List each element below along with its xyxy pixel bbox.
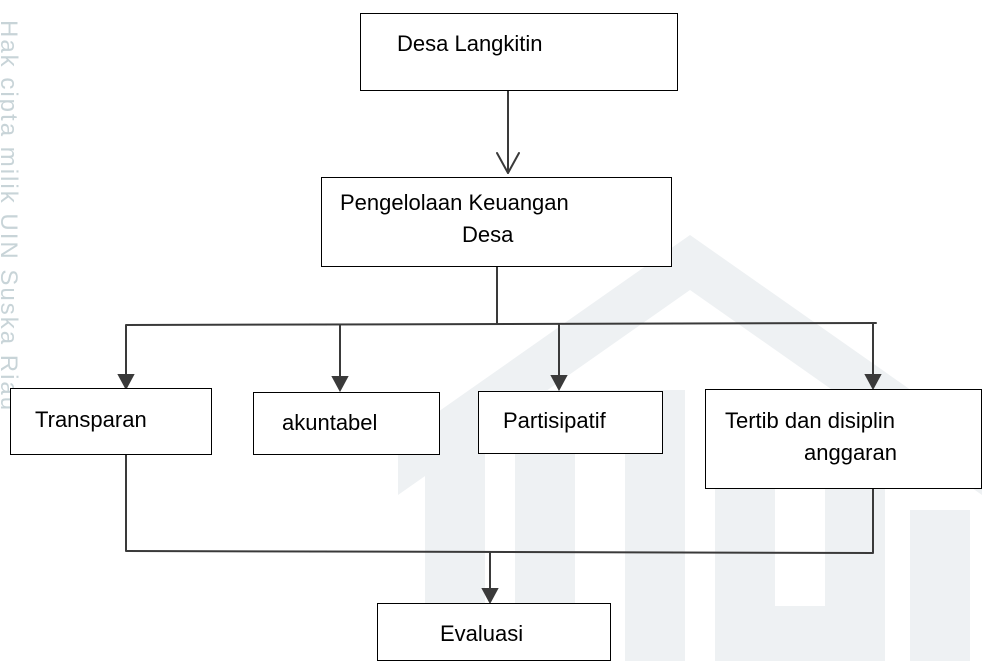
node-tertib-label-line2: anggaran: [804, 440, 897, 465]
node-tertib-label-line1: Tertib dan disiplin: [725, 408, 895, 433]
node-partisipatif-label: Partisipatif: [503, 408, 606, 433]
node-transparan: Transparan: [10, 388, 212, 455]
node-desa-langkitin: Desa Langkitin: [360, 13, 678, 91]
node-tertib-dan-disiplin-anggaran: Tertib dan disiplin anggaran: [705, 389, 982, 489]
node-evaluasi-label: Evaluasi: [440, 621, 524, 646]
node-akuntabel-label: akuntabel: [282, 410, 378, 435]
watermark-side-text: Hak cipta milik UIN Suska Riau: [0, 20, 22, 413]
branch-bus-line: [125, 322, 877, 326]
node-transparan-label: Transparan: [35, 407, 147, 432]
node-pengelolaan-keuangan-desa: Pengelolaan Keuangan Desa: [321, 177, 672, 267]
arrowhead-partisipatif: [550, 375, 568, 392]
node-akuntabel: akuntabel: [253, 392, 440, 455]
node-partisipatif: Partisipatif: [478, 391, 663, 454]
arrowhead-evaluasi: [481, 588, 499, 605]
connector-bus-to-outcome: [125, 454, 874, 554]
arrowhead-transparan: [117, 374, 135, 391]
node-evaluasi: Evaluasi: [377, 603, 611, 661]
arrowhead-tertib: [864, 374, 882, 391]
node-pengelolaan-label-line2: Desa: [462, 222, 514, 247]
arrowhead-management: [496, 152, 520, 174]
node-desa-label: Desa Langkitin: [397, 31, 543, 56]
node-pengelolaan-label-line1: Pengelolaan Keuangan: [340, 190, 569, 215]
arrowhead-akuntabel: [331, 376, 349, 393]
